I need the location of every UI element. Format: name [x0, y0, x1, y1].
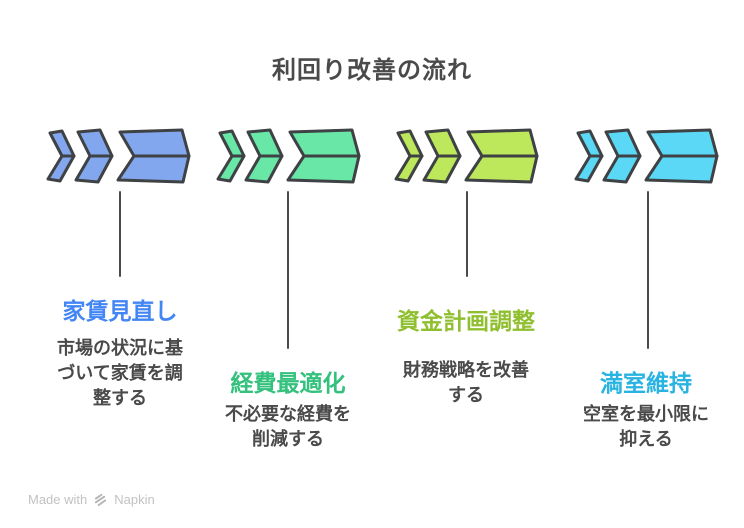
connector-line — [119, 191, 121, 277]
step-description: 市場の状況に基 づいて家賃を調 整する — [57, 338, 183, 408]
chevron-arrows-blue — [46, 128, 191, 184]
chevron-arrows-green — [216, 128, 361, 184]
connector-line — [287, 191, 289, 349]
step-description: 財務戦略を改善 する — [403, 360, 529, 405]
step-label: 家賃見直し — [62, 298, 178, 324]
step-description: 不必要な経費を 削減する — [225, 404, 351, 449]
napkin-brand-text: Napkin — [114, 492, 155, 507]
step-label: 資金計画調整 — [397, 308, 535, 334]
diagram-title: 利回り改善の流れ — [272, 57, 472, 84]
connector-line — [466, 191, 468, 277]
chevron-arrows-cyan — [574, 128, 719, 184]
napkin-logo-icon — [95, 493, 107, 507]
step-label: 満室維持 — [600, 370, 692, 396]
connector-line — [647, 191, 649, 349]
made-with-text: Made with — [28, 492, 88, 507]
made-with-napkin-credit: Made with Napkin — [28, 492, 155, 507]
chevron-arrows-lime — [394, 128, 539, 184]
step-description: 空室を最小限に 抑える — [583, 404, 709, 449]
step-label: 経費最適化 — [230, 370, 346, 396]
